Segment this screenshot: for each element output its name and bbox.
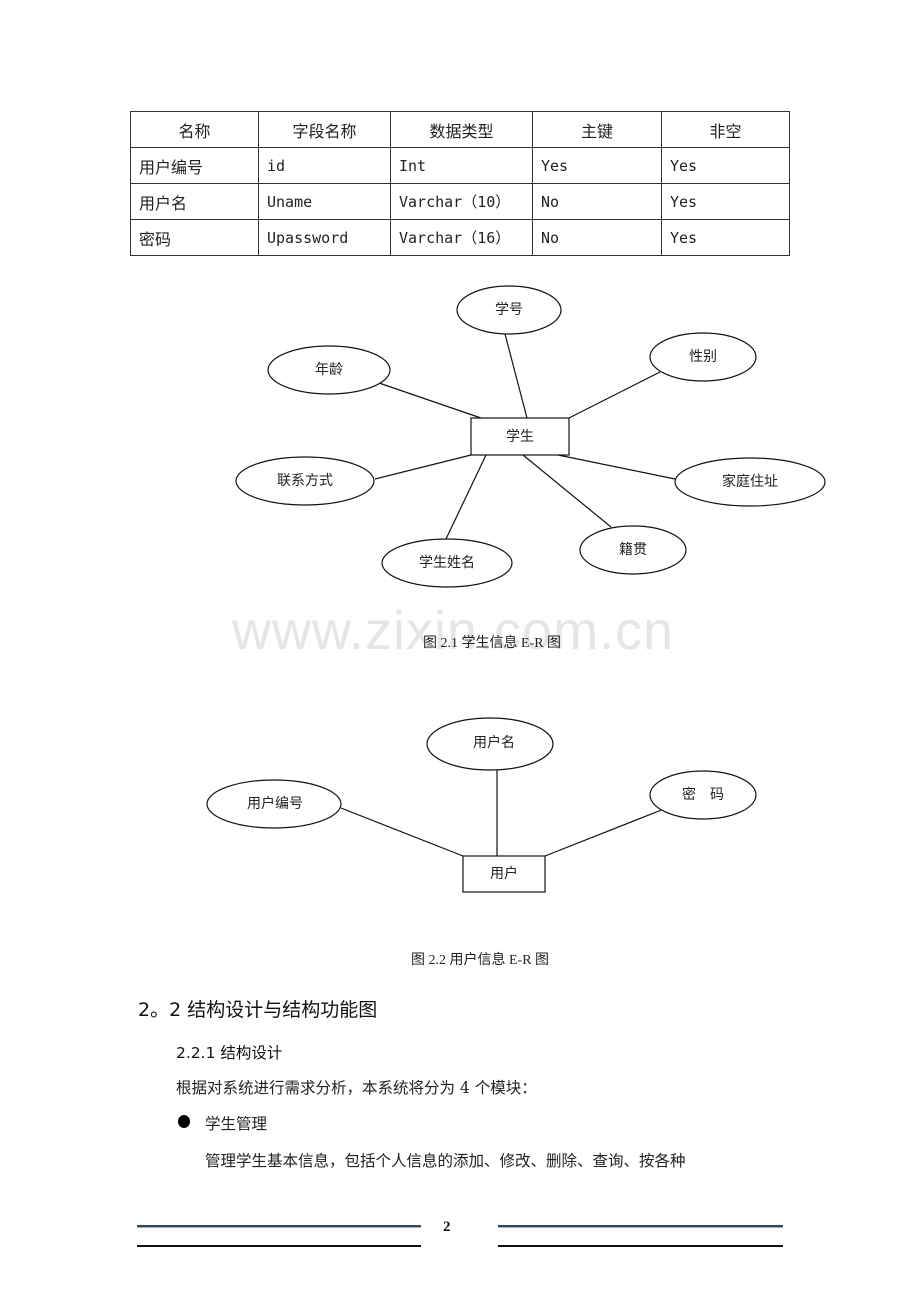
cell-notnull: Yes — [661, 147, 790, 184]
header-primary-key: 主键 — [532, 111, 662, 148]
header-field-name: 字段名称 — [258, 111, 391, 148]
footer-rule — [498, 1245, 783, 1247]
bullet-description: 管理学生基本信息，包括个人信息的添加、修改、删除、查询、按各种 — [205, 1152, 686, 1170]
attribute-ellipse — [267, 345, 391, 395]
bullet-icon — [178, 1115, 190, 1128]
cell-notnull: Yes — [661, 183, 790, 220]
connector-line — [378, 382, 482, 419]
cell-type: Varchar（16） — [390, 219, 533, 256]
attribute-ellipse — [426, 717, 554, 771]
entity-label-user: 用户 — [490, 865, 518, 882]
cell-field: Uname — [258, 183, 391, 220]
connector-line — [445, 454, 487, 540]
cell-pk: Yes — [532, 147, 662, 184]
connector-line — [340, 807, 464, 857]
footer-rule — [137, 1225, 421, 1227]
bullet-item-student-management: 学生管理 — [205, 1115, 268, 1133]
cell-pk: No — [532, 219, 662, 256]
intro-paragraph: 根据对系统进行需求分析，本系统将分为 4 个模块： — [176, 1079, 537, 1097]
page-number: 2 — [443, 1219, 451, 1235]
student-er-diagram — [235, 285, 826, 588]
entity-rect — [470, 417, 570, 456]
subsection-heading: 2.2.1 结构设计 — [176, 1044, 283, 1062]
attr-label: 学号 — [495, 302, 523, 318]
table-row: 密码 Upassword Varchar（16） No Yes — [130, 219, 790, 256]
entity-label-student: 学生 — [506, 429, 534, 445]
entity-rect — [462, 855, 546, 893]
cell-name: 用户名 — [130, 183, 259, 220]
connector-line — [568, 371, 661, 419]
connector-line — [504, 333, 528, 419]
attr-label: 联系方式 — [277, 473, 333, 489]
cell-field: Upassword — [258, 219, 391, 256]
attr-label: 用户名 — [473, 734, 515, 751]
attr-label: 用户编号 — [247, 795, 303, 812]
cell-type: Varchar（10） — [390, 183, 533, 220]
connector-line — [374, 454, 472, 480]
cell-field: id — [258, 147, 391, 184]
attr-label: 年龄 — [315, 362, 343, 378]
attribute-ellipse — [381, 538, 513, 588]
user-er-diagram — [206, 717, 757, 893]
connector-line — [557, 454, 676, 480]
attribute-ellipse — [456, 285, 562, 335]
header-name: 名称 — [130, 111, 259, 148]
attribute-ellipse — [206, 779, 342, 829]
attribute-ellipse — [674, 457, 826, 507]
attr-label: 密 码 — [682, 786, 724, 803]
cell-type: Int — [390, 147, 533, 184]
table-header-row: 名称 字段名称 数据类型 主键 非空 — [130, 111, 790, 148]
attr-label: 学生姓名 — [419, 555, 475, 571]
footer-rule — [498, 1225, 783, 1227]
attr-label: 籍贯 — [619, 541, 647, 558]
attribute-ellipse — [235, 456, 375, 506]
cell-pk: No — [532, 183, 662, 220]
table-row: 用户编号 id Int Yes Yes — [130, 147, 790, 184]
table-row: 用户名 Uname Varchar（10） No Yes — [130, 183, 790, 220]
attribute-ellipse — [649, 770, 757, 820]
section-heading: 2。2 结构设计与结构功能图 — [138, 999, 378, 1021]
attribute-ellipse — [579, 525, 687, 575]
figure-caption-2-1: 图 2.1 学生信息 E-R 图 — [423, 636, 562, 651]
user-field-table: 名称 字段名称 数据类型 主键 非空 用户编号 id Int Yes Yes 用… — [130, 111, 790, 256]
attribute-ellipse — [649, 332, 757, 382]
figure-caption-2-2: 图 2.2 用户信息 E-R 图 — [411, 953, 550, 968]
cell-notnull: Yes — [661, 219, 790, 256]
header-not-null: 非空 — [661, 111, 790, 148]
attr-label: 性别 — [689, 349, 717, 365]
cell-name: 密码 — [130, 219, 259, 256]
connector-line — [544, 808, 665, 857]
attr-label: 家庭住址 — [722, 473, 778, 490]
connector-line — [522, 454, 612, 528]
footer-rule — [137, 1245, 421, 1247]
